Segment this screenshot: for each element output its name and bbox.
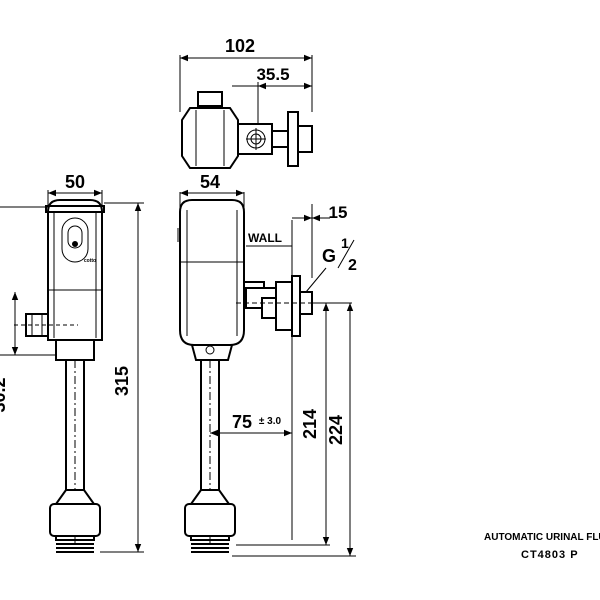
dim-label-15: 15	[329, 203, 348, 222]
side-view: 54 WALL 15 G 1	[177, 172, 357, 557]
top-wall-flange	[287, 111, 299, 167]
front-thread	[56, 539, 94, 553]
title-block: AUTOMATIC URINAL FLUS CT4803 P	[484, 532, 600, 561]
side-wall-flange	[275, 281, 293, 331]
dim-label-102: 102	[225, 36, 255, 56]
wall-label: WALL	[248, 231, 282, 245]
product-name: AUTOMATIC URINAL FLUS	[484, 532, 600, 543]
side-sensor-body	[179, 199, 245, 346]
sensor-window	[61, 217, 89, 263]
dim-label-35-5: 35.5	[256, 65, 289, 84]
dim-label-75: 75	[232, 412, 252, 432]
dim-label-315: 315	[112, 366, 132, 396]
dim-label-224: 224	[326, 415, 346, 445]
top-valve-cap	[197, 91, 223, 107]
model-code: CT4803 P	[521, 549, 579, 561]
dim-label-214: 214	[300, 409, 320, 439]
side-neck	[190, 344, 234, 361]
thread-label-num: 1	[341, 235, 349, 251]
top-body-outline	[181, 107, 239, 169]
side-thread	[191, 539, 229, 553]
thread-leader	[305, 267, 327, 293]
front-reducer	[54, 489, 96, 505]
side-inlet-elbow	[261, 297, 277, 319]
side-wall-plate	[291, 275, 301, 337]
side-reducer	[189, 489, 231, 505]
front-view: 50 cotto 315 30.2	[0, 172, 144, 553]
front-neck	[55, 339, 95, 361]
top-inlet-pipe	[271, 130, 289, 148]
dim-label-75-tolerance: ± 3.0	[259, 416, 282, 427]
brand-logo: cotto	[84, 258, 96, 264]
dim-label-54: 54	[200, 172, 220, 192]
thread-label-g: G	[322, 246, 336, 266]
front-coupling-nut	[49, 503, 101, 537]
thread-label-den: 2	[348, 257, 357, 274]
dim-label-30-2: 30.2	[0, 377, 9, 412]
side-coupling-nut	[184, 503, 236, 537]
dim-label-50: 50	[65, 172, 85, 192]
front-sensor-body	[47, 199, 103, 341]
top-view: 102 35.5	[179, 36, 313, 169]
top-wall-nut	[297, 125, 313, 153]
